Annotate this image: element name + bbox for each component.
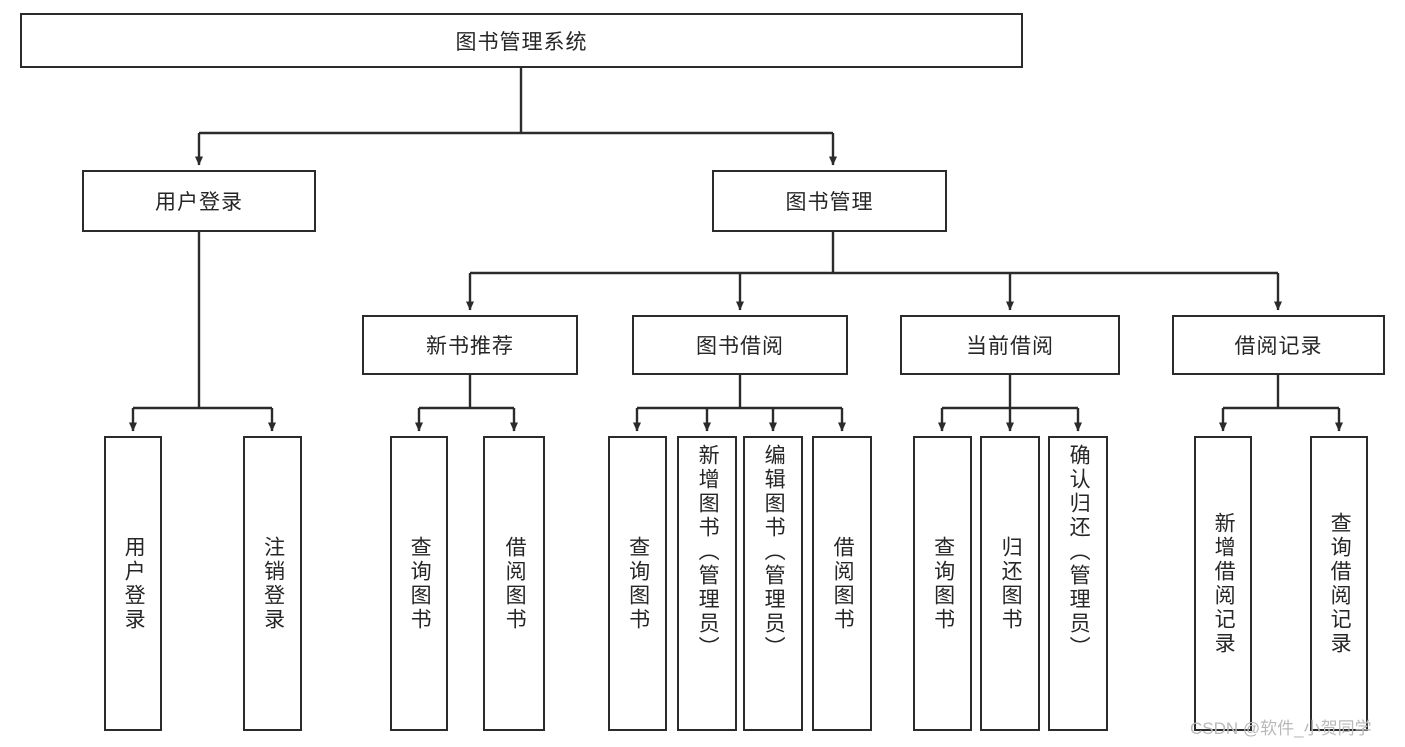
node-current-borrow-label: 当前借阅 xyxy=(966,335,1054,358)
node-book-borrow[interactable]: 图书借阅 xyxy=(632,315,848,375)
node-leaf-user-login-label: 用户登录 xyxy=(122,535,146,632)
watermark: CSDN @软件_小贺同学 xyxy=(1190,719,1372,738)
node-leaf-query-record-label: 查询借阅记录 xyxy=(1328,511,1352,656)
node-book-manage[interactable]: 图书管理 xyxy=(712,170,947,232)
node-leaf-query-book-3-label: 查询图书 xyxy=(931,535,955,632)
node-new-book-recommend-label: 新书推荐 xyxy=(426,335,514,358)
node-book-borrow-label: 图书借阅 xyxy=(696,335,784,358)
node-borrow-record[interactable]: 借阅记录 xyxy=(1172,315,1385,375)
node-leaf-logout[interactable]: 注销登录 xyxy=(243,436,302,731)
node-root[interactable]: 图书管理系统 xyxy=(20,13,1023,68)
node-leaf-query-book-3[interactable]: 查询图书 xyxy=(913,436,972,731)
node-leaf-borrow-book-1-label: 借阅图书 xyxy=(503,535,527,632)
node-leaf-query-book-2-label: 查询图书 xyxy=(626,535,650,632)
node-leaf-add-record-label: 新增借阅记录 xyxy=(1212,511,1236,656)
node-leaf-add-book[interactable]: 新增图书（管理员） xyxy=(677,436,737,731)
node-leaf-add-book-label: 新增图书（管理员） xyxy=(696,444,720,660)
node-root-label: 图书管理系统 xyxy=(455,30,588,54)
node-leaf-edit-book[interactable]: 编辑图书（管理员） xyxy=(743,436,803,731)
node-current-borrow[interactable]: 当前借阅 xyxy=(900,315,1120,375)
node-leaf-user-login[interactable]: 用户登录 xyxy=(104,436,162,731)
node-leaf-query-book-1-label: 查询图书 xyxy=(408,535,432,632)
node-leaf-confirm-return-label: 确认归还（管理员） xyxy=(1067,444,1091,660)
node-leaf-query-record[interactable]: 查询借阅记录 xyxy=(1310,436,1368,731)
node-leaf-add-record[interactable]: 新增借阅记录 xyxy=(1194,436,1252,731)
node-leaf-query-book-1[interactable]: 查询图书 xyxy=(390,436,448,731)
node-borrow-record-label: 借阅记录 xyxy=(1234,335,1323,358)
node-leaf-borrow-book-2[interactable]: 借阅图书 xyxy=(812,436,872,731)
node-leaf-logout-label: 注销登录 xyxy=(261,535,285,632)
node-leaf-return-book[interactable]: 归还图书 xyxy=(980,436,1040,731)
node-book-manage-label: 图书管理 xyxy=(785,191,874,214)
node-leaf-borrow-book-2-label: 借阅图书 xyxy=(831,535,855,632)
node-leaf-borrow-book-1[interactable]: 借阅图书 xyxy=(483,436,545,731)
node-user-login[interactable]: 用户登录 xyxy=(82,170,316,232)
node-leaf-query-book-2[interactable]: 查询图书 xyxy=(608,436,667,731)
node-user-login-label: 用户登录 xyxy=(155,191,243,214)
node-leaf-edit-book-label: 编辑图书（管理员） xyxy=(762,444,786,660)
node-leaf-confirm-return[interactable]: 确认归还（管理员） xyxy=(1048,436,1108,731)
node-leaf-return-book-label: 归还图书 xyxy=(999,535,1023,632)
node-new-book-recommend[interactable]: 新书推荐 xyxy=(362,315,578,375)
